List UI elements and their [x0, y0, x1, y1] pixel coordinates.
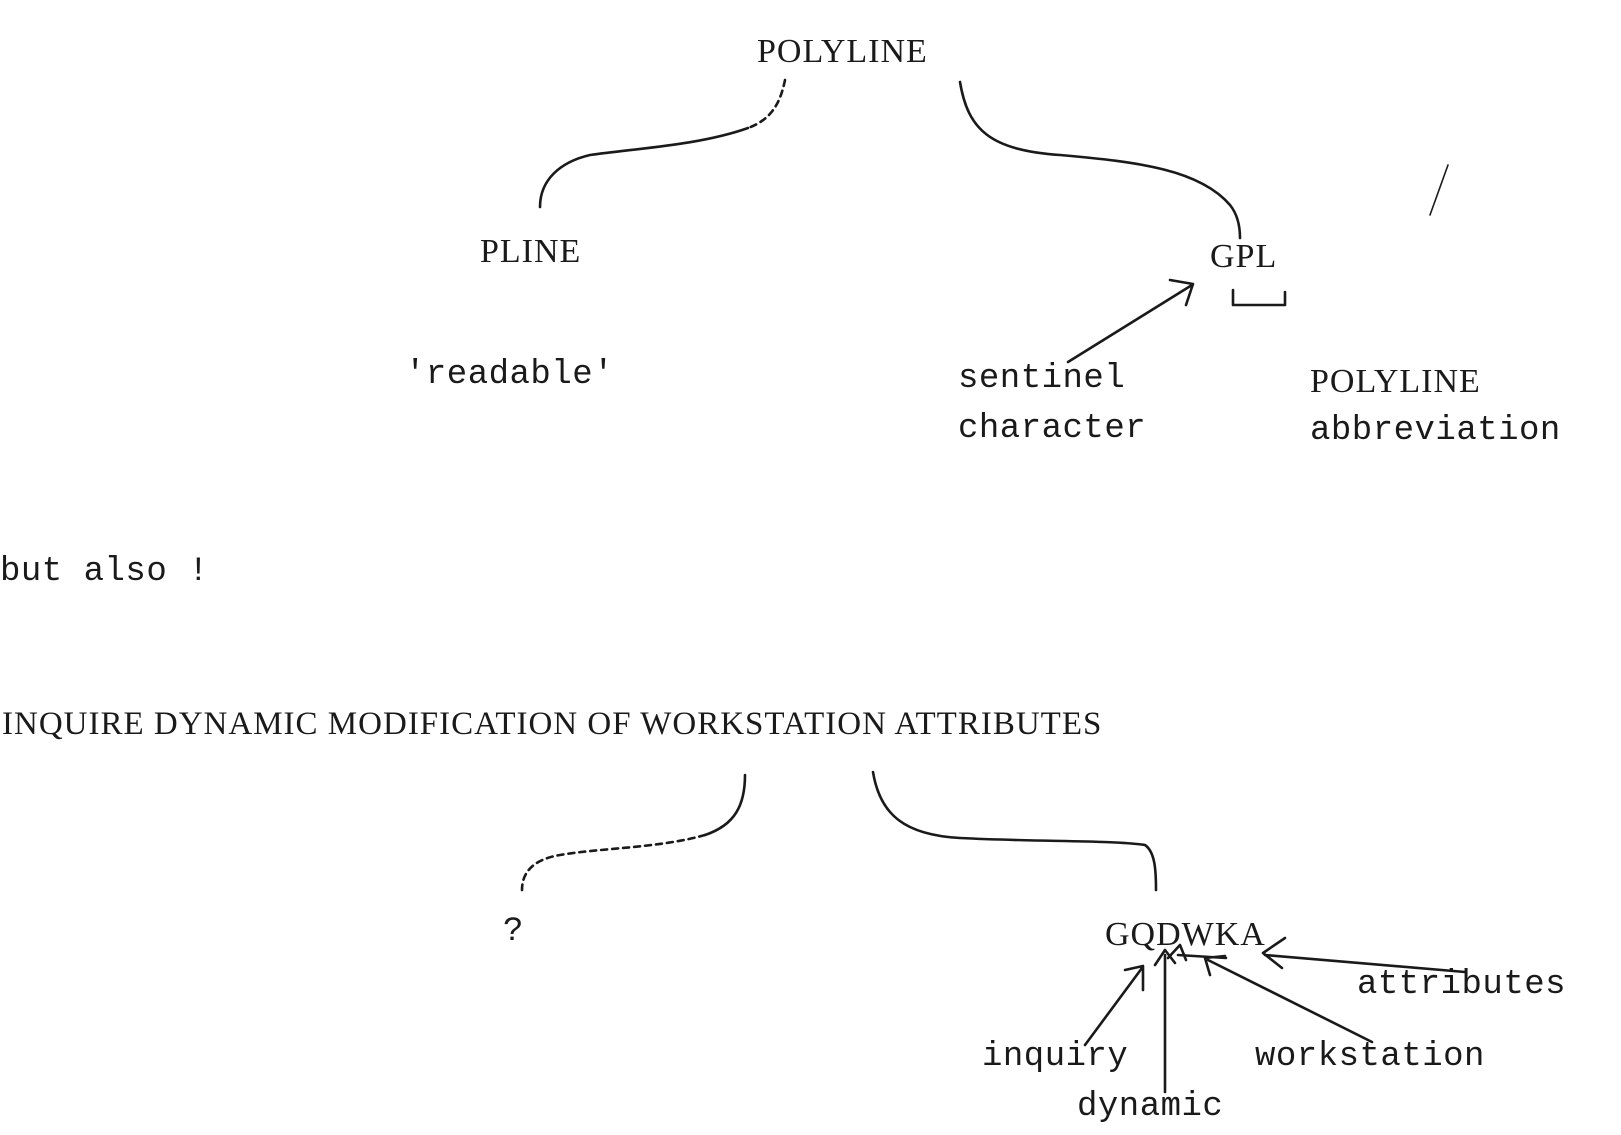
branch-polyline-pline — [746, 78, 787, 130]
label-inquiry: inquiry — [982, 1038, 1129, 1076]
branch-of-question-lower — [520, 833, 707, 892]
branch-of-question — [703, 773, 747, 837]
arrow-letter-link — [1176, 953, 1228, 960]
arrow-attributes — [1263, 953, 1467, 974]
branch-polyline-pline-lower — [538, 126, 750, 209]
branch-polyline-gpl — [958, 80, 1242, 240]
node-gpl: GPL — [1210, 238, 1278, 275]
label-dynamic: dynamic — [1077, 1088, 1224, 1126]
label-character: character — [958, 410, 1147, 448]
label-readable: 'readable' — [405, 356, 615, 394]
stray-mark — [1429, 164, 1449, 216]
arrow-inquiry — [1083, 966, 1144, 1047]
label-workstation: workstation — [1255, 1038, 1485, 1076]
node-inquire-full-name: INQUIRE DYNAMIC MODIFICATION OF WORKSTAT… — [2, 706, 1103, 742]
arrow-sentinel-head — [1168, 278, 1195, 307]
label-attributes: attributes — [1357, 966, 1567, 1004]
label-polyline-abbrev: POLYLINE — [1310, 363, 1481, 400]
bracket-under-pl — [1231, 288, 1287, 307]
arrow-letter-link-head — [1166, 943, 1188, 962]
arrow-workstation — [1206, 958, 1374, 1044]
branch-workstation-gqdwka — [871, 770, 1158, 892]
arrow-dynamic-head — [1153, 948, 1177, 967]
arrow-attributes-head — [1261, 936, 1287, 970]
node-pline: PLINE — [480, 233, 582, 270]
node-polyline: POLYLINE — [757, 33, 928, 70]
text-but-also: but also ! — [0, 553, 210, 591]
label-abbreviation: abbreviation — [1310, 412, 1561, 450]
label-sentinel: sentinel — [958, 360, 1126, 398]
node-gqdwka: GQDWKA — [1105, 916, 1266, 953]
arrow-inquiry-head — [1123, 964, 1145, 992]
node-question: ? — [503, 913, 524, 951]
arrow-sentinel — [1066, 283, 1194, 364]
